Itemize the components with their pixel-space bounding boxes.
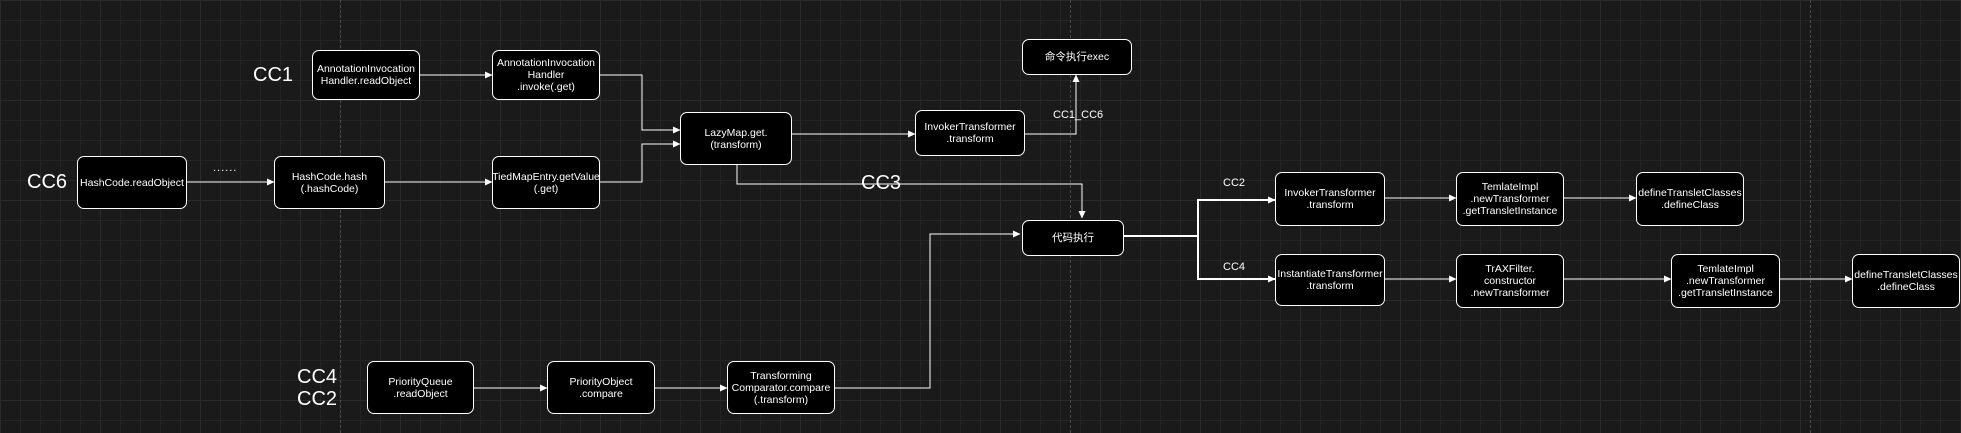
node-invoker-transformer-cc2[interactable]: InvokerTransformer .transform xyxy=(1275,172,1385,226)
node-transforming-comparator[interactable]: Transforming Comparator.compare (.transf… xyxy=(727,361,835,414)
label-ellipsis: ...... xyxy=(213,162,238,174)
label-cc4-cc2: CC4 CC2 xyxy=(297,366,338,410)
node-exec[interactable]: 命令执行exec xyxy=(1022,39,1132,75)
edge-code-exec-branch-top xyxy=(1124,196,1276,237)
node-templateimpl-cc2[interactable]: TemlateImpl .newTransformer .getTranslet… xyxy=(1456,172,1564,226)
node-define-cc4[interactable]: defineTransletClasses .defineClass xyxy=(1852,254,1960,308)
node-define-cc2[interactable]: defineTransletClasses .defineClass xyxy=(1636,172,1744,226)
edge-lazymap-to-code-exec xyxy=(736,165,1086,219)
node-hashcode-readobject[interactable]: HashCode.readObject xyxy=(77,156,187,209)
page-break-line xyxy=(1070,0,1071,433)
node-annotation-readobject[interactable]: AnnotationInvocation Handler.readObject xyxy=(312,50,420,100)
node-priorityqueue-readobject[interactable]: PriorityQueue .readObject xyxy=(367,361,474,414)
node-traxfilter[interactable]: TrAXFilter. constructor .newTransformer xyxy=(1456,254,1564,308)
node-code-exec[interactable]: 代码执行 xyxy=(1022,220,1124,256)
node-priorityobject-compare[interactable]: PriorityObject .compare xyxy=(547,361,655,414)
node-invoker-transformer-top[interactable]: InvokerTransformer .transform xyxy=(915,110,1025,156)
label-cc1: CC1 xyxy=(253,64,294,86)
label-cc2: CC2 xyxy=(1223,177,1246,189)
page-break-line xyxy=(1810,0,1811,433)
page-break-line xyxy=(340,0,341,433)
label-cc4: CC4 xyxy=(1223,261,1246,273)
edge-comparator-to-code-exec xyxy=(835,230,1021,389)
node-hashcode-hash[interactable]: HashCode.hash (.hashCode) xyxy=(274,156,385,209)
node-lazymap-get[interactable]: LazyMap.get. (transform) xyxy=(680,112,792,165)
label-cc3: CC3 xyxy=(861,172,902,194)
edge-tiedmap-to-lazymap xyxy=(600,140,681,183)
node-tiedmapentry-getvalue[interactable]: TiedMapEntry.getValue (.get) xyxy=(492,156,600,209)
node-instantiate-transformer[interactable]: InstantiateTransformer .transform xyxy=(1275,254,1385,306)
edge-code-exec-branch-bottom xyxy=(1124,235,1276,283)
edge-invoke-to-lazymap xyxy=(600,74,681,134)
node-annotation-invoke[interactable]: AnnotationInvocation Handler .invoke(.ge… xyxy=(492,50,600,100)
edge-invoker-to-exec xyxy=(1025,74,1080,135)
label-cc1-cc6: CC1_CC6 xyxy=(1053,109,1104,121)
label-cc6: CC6 xyxy=(27,171,68,193)
node-templateimpl-cc4[interactable]: TemlateImpl .newTransformer .getTranslet… xyxy=(1671,254,1780,308)
